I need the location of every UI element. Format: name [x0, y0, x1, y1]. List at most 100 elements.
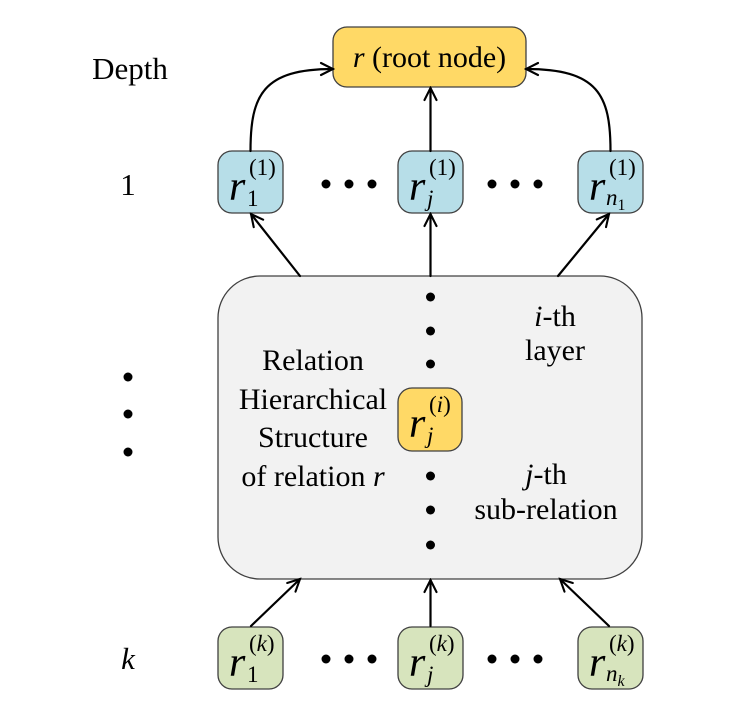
depth-k-ellipsis-right [487, 654, 543, 664]
superscript-close: ) [627, 631, 635, 656]
node-label: r(k) nk [589, 631, 635, 690]
superscript-close: ) [267, 631, 275, 656]
superscript-open: ( [429, 392, 437, 417]
depth-ellipsis-vertical [123, 372, 133, 457]
superscript-open: ( [249, 155, 257, 180]
layer-ellipsis-lower [426, 471, 435, 550]
root-node: r(root node) [332, 26, 527, 88]
node-label: r(k) 1 [229, 631, 275, 687]
node-base: r [589, 640, 606, 686]
depth-k-node-last: r(k) nk [577, 626, 644, 690]
layer-label: i-th [534, 300, 576, 333]
node-label: r(1)1 [229, 155, 276, 211]
root-caption: (root node) [372, 41, 506, 74]
sub-subscript-index: 1 [618, 197, 626, 214]
layer-suffix: -th [543, 300, 576, 333]
node-label: r(k)j [409, 631, 455, 687]
caption-text: of relation [241, 460, 365, 493]
node-base: r [409, 640, 426, 686]
layer-ellipsis-upper [426, 292, 435, 369]
superscript-open: ( [429, 155, 437, 180]
depth-1-node-first: r(1)1 [217, 150, 284, 214]
sub-relation-suffix: -th [534, 458, 567, 491]
subscript-index: j [424, 423, 433, 448]
node-base: r [409, 164, 426, 210]
ellipsis-dot [344, 179, 354, 189]
depth-header: Depth [92, 51, 168, 86]
ellipsis-dot [367, 654, 377, 664]
ellipsis-dot [426, 540, 435, 550]
ellipsis-dot [533, 654, 543, 664]
subscript-index: 1 [247, 662, 259, 687]
superscript-open: ( [609, 631, 617, 656]
superscript-close: ) [443, 392, 451, 417]
sub-relation-word: sub-relation [474, 493, 617, 526]
structure-caption-line: Relation [262, 344, 364, 377]
ellipsis-dot [367, 179, 377, 189]
relation-structure-box: Relation Hierarchical Structure of relat… [217, 275, 643, 580]
superscript-index: 1 [617, 155, 629, 180]
ellipsis-dot [426, 292, 435, 302]
edge-first-to-root [249, 69, 334, 153]
depth-1-ellipsis-left [321, 179, 377, 189]
superscript-close: ) [447, 631, 455, 656]
ellipsis-dot [321, 654, 331, 664]
edge-box-to-depth-1-first [251, 214, 302, 278]
layer-word: layer [525, 334, 585, 367]
superscript-open: ( [249, 631, 257, 656]
subscript-index: n [606, 185, 618, 210]
node-base: r [229, 640, 246, 686]
sub-relation-variable: j [521, 458, 533, 491]
node-label: r(i)j [409, 392, 451, 448]
depth-1-node-last: r(1)n1 [577, 150, 644, 214]
superscript-index: 1 [257, 155, 269, 180]
node-base: r [409, 401, 426, 447]
ellipsis-dot [487, 179, 497, 189]
root-node-label: r(root node) [353, 41, 506, 74]
node-box [577, 626, 644, 690]
subscript-index: 1 [247, 186, 259, 211]
ellipsis-dot [510, 179, 520, 189]
ellipsis-dot [426, 326, 435, 336]
subscript-index: j [424, 186, 433, 211]
ellipsis-dot [344, 654, 354, 664]
node-box [217, 626, 284, 690]
sub-relation-label: j-th [521, 458, 567, 491]
node-base: r [589, 164, 606, 210]
edge-depth-k-first-to-box [249, 579, 300, 628]
superscript-close: ) [268, 155, 276, 180]
ellipsis-dot [426, 359, 435, 369]
superscript-index: 1 [437, 155, 449, 180]
node-box [397, 387, 463, 452]
depth-1-ellipsis-right [487, 179, 543, 189]
root-variable: r [353, 41, 365, 74]
superscript-open: ( [609, 155, 617, 180]
ellipsis-dot [321, 179, 331, 189]
superscript-index: k [257, 631, 268, 656]
ellipsis-dot [123, 372, 133, 382]
sub-subscript-index: k [618, 673, 626, 690]
depth-label-first: 1 [120, 167, 136, 202]
ellipsis-dot [426, 505, 435, 515]
node-base: r [229, 164, 246, 210]
edge-last-to-root [526, 69, 612, 153]
depth-label-last: k [121, 641, 136, 676]
depth-k-node-j: r(k)j [397, 626, 464, 690]
ellipsis-dot [510, 654, 520, 664]
structure-caption-line: Structure [258, 421, 368, 454]
relation-variable: r [373, 460, 385, 493]
superscript-close: ) [628, 155, 636, 180]
ellipsis-dot [123, 409, 133, 419]
superscript-close: ) [448, 155, 456, 180]
superscript-index: k [437, 631, 448, 656]
ellipsis-dot [487, 654, 497, 664]
structure-caption-line: Hierarchical [239, 383, 387, 416]
inner-node: r(i)j [397, 387, 463, 452]
depth-1-node-j: r(1) j [397, 150, 464, 214]
depth-k-ellipsis-left [321, 654, 377, 664]
edge-box-to-depth-1-last [556, 214, 609, 278]
superscript-index: k [617, 631, 628, 656]
depth-k-node-first: r(k) 1 [217, 626, 284, 690]
subscript-index: n [606, 661, 618, 686]
